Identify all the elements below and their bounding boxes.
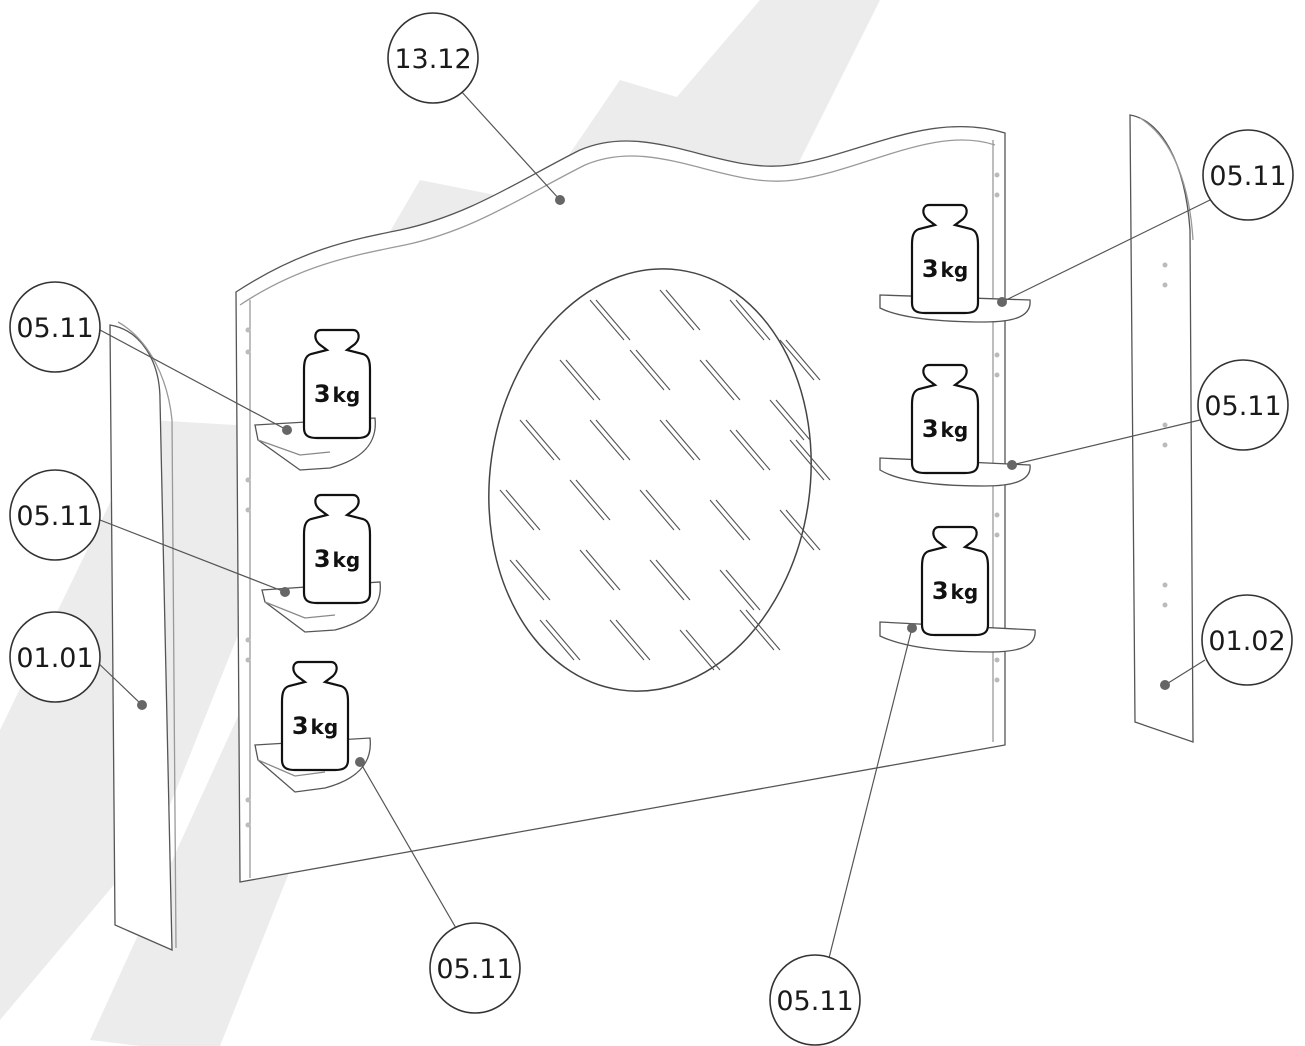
mirror-hatch-line [515, 559, 551, 601]
mirror-hatch-line [789, 439, 825, 481]
mirror-hatch-line [679, 629, 715, 671]
mirror-hatch-line [735, 299, 771, 341]
callout-05-11-right-top: 05.11 [1202, 129, 1294, 221]
leader-lines [94, 89, 1211, 963]
mirror-hatch-line [585, 549, 621, 591]
mirror-hatch-line [519, 419, 555, 461]
mirror-hatch-line [649, 559, 685, 601]
mirror-hatch-line [569, 479, 605, 521]
mirror-hatch-line [539, 619, 575, 661]
mirror-hatch-line [779, 339, 815, 381]
mirror-hatch-line [735, 429, 771, 471]
mirror-hatch-line [595, 419, 631, 461]
weight-body [910, 363, 980, 475]
weight-body [302, 328, 372, 440]
mirror-hatch-line [525, 419, 561, 461]
callout-05-11-left-bottom: 05.11 [429, 922, 521, 1014]
mirror-hatch-line [775, 399, 811, 441]
mirror-hatch-line [725, 569, 761, 611]
callout-05-11-left-middle: 05.11 [9, 469, 101, 561]
mirror-hatch-line [509, 559, 545, 601]
mirror-hatch-line [659, 289, 695, 331]
mirror-hatch-line [699, 359, 735, 401]
weight-body [280, 660, 350, 772]
mirror-hatch-line [769, 399, 805, 441]
callout-01-02: 01.02 [1201, 594, 1293, 686]
svg-text:05.11: 05.11 [1209, 161, 1286, 192]
svg-text:05.11: 05.11 [1204, 391, 1281, 422]
mirror-hatch-line [739, 609, 775, 651]
mirror-hatch-line [665, 289, 701, 331]
mirror-hatch-line [655, 559, 691, 601]
right-side-panel [1129, 114, 1194, 743]
mirror-hatch-line [639, 489, 675, 531]
callout-05-11-right-bottom: 05.11 [769, 954, 861, 1046]
mirror-hatch-line [785, 509, 821, 551]
mirror-hatch-line [595, 299, 631, 341]
mirror-hatch-line [575, 479, 611, 521]
svg-text:01.02: 01.02 [1208, 626, 1285, 657]
mirror-hatch-line [645, 489, 681, 531]
mirror-hatch-line [505, 489, 541, 531]
mirror-hatch-line [715, 499, 751, 541]
mirror-hatch-line [589, 299, 625, 341]
mirror-hatch-line [615, 619, 651, 661]
mirror-hatch-line [785, 339, 821, 381]
svg-text:05.11: 05.11 [16, 501, 93, 532]
mirror-hatch-line [665, 419, 701, 461]
callout-05-11-left-top: 05.11 [9, 281, 101, 373]
mirror-hatch-line [635, 349, 671, 391]
mirror-hatch-line [745, 609, 781, 651]
mirror-hatch-line [659, 419, 695, 461]
mirror-hatch-line [589, 419, 625, 461]
mirror-hatch-line [579, 549, 615, 591]
mirror-hatch-line [629, 349, 665, 391]
svg-text:05.11: 05.11 [776, 986, 853, 1017]
mirror-hatch-line [779, 509, 815, 551]
mirror-hatch-line [559, 359, 595, 401]
callout-05-11-right-middle: 05.11 [1197, 359, 1289, 451]
weight-body [910, 203, 980, 315]
mirror-hatch-line [685, 629, 721, 671]
svg-text:01.01: 01.01 [16, 643, 93, 674]
svg-text:13.12: 13.12 [394, 44, 471, 75]
svg-text:05.11: 05.11 [436, 954, 513, 985]
callout-01-01: 01.01 [9, 611, 101, 703]
left-side-panel [109, 321, 177, 952]
mirror-hatch-line [729, 429, 765, 471]
mirror-hatch-line [709, 499, 745, 541]
weight-body [920, 525, 990, 637]
weight-body [302, 493, 372, 605]
mirror-hatch-line [705, 359, 741, 401]
mirror-hatch-line [729, 299, 765, 341]
mirror-hatch-line [499, 489, 535, 531]
mirror-hatch-line [609, 619, 645, 661]
oval-mirror [488, 268, 831, 692]
callout-13-12: 13.12 [387, 12, 479, 104]
svg-text:05.11: 05.11 [16, 313, 93, 344]
mirror-hatch-line [719, 569, 755, 611]
mirror-hatch-line [565, 359, 601, 401]
mirror-hatch-line [795, 439, 831, 481]
mirror-hatch-line [545, 619, 581, 661]
